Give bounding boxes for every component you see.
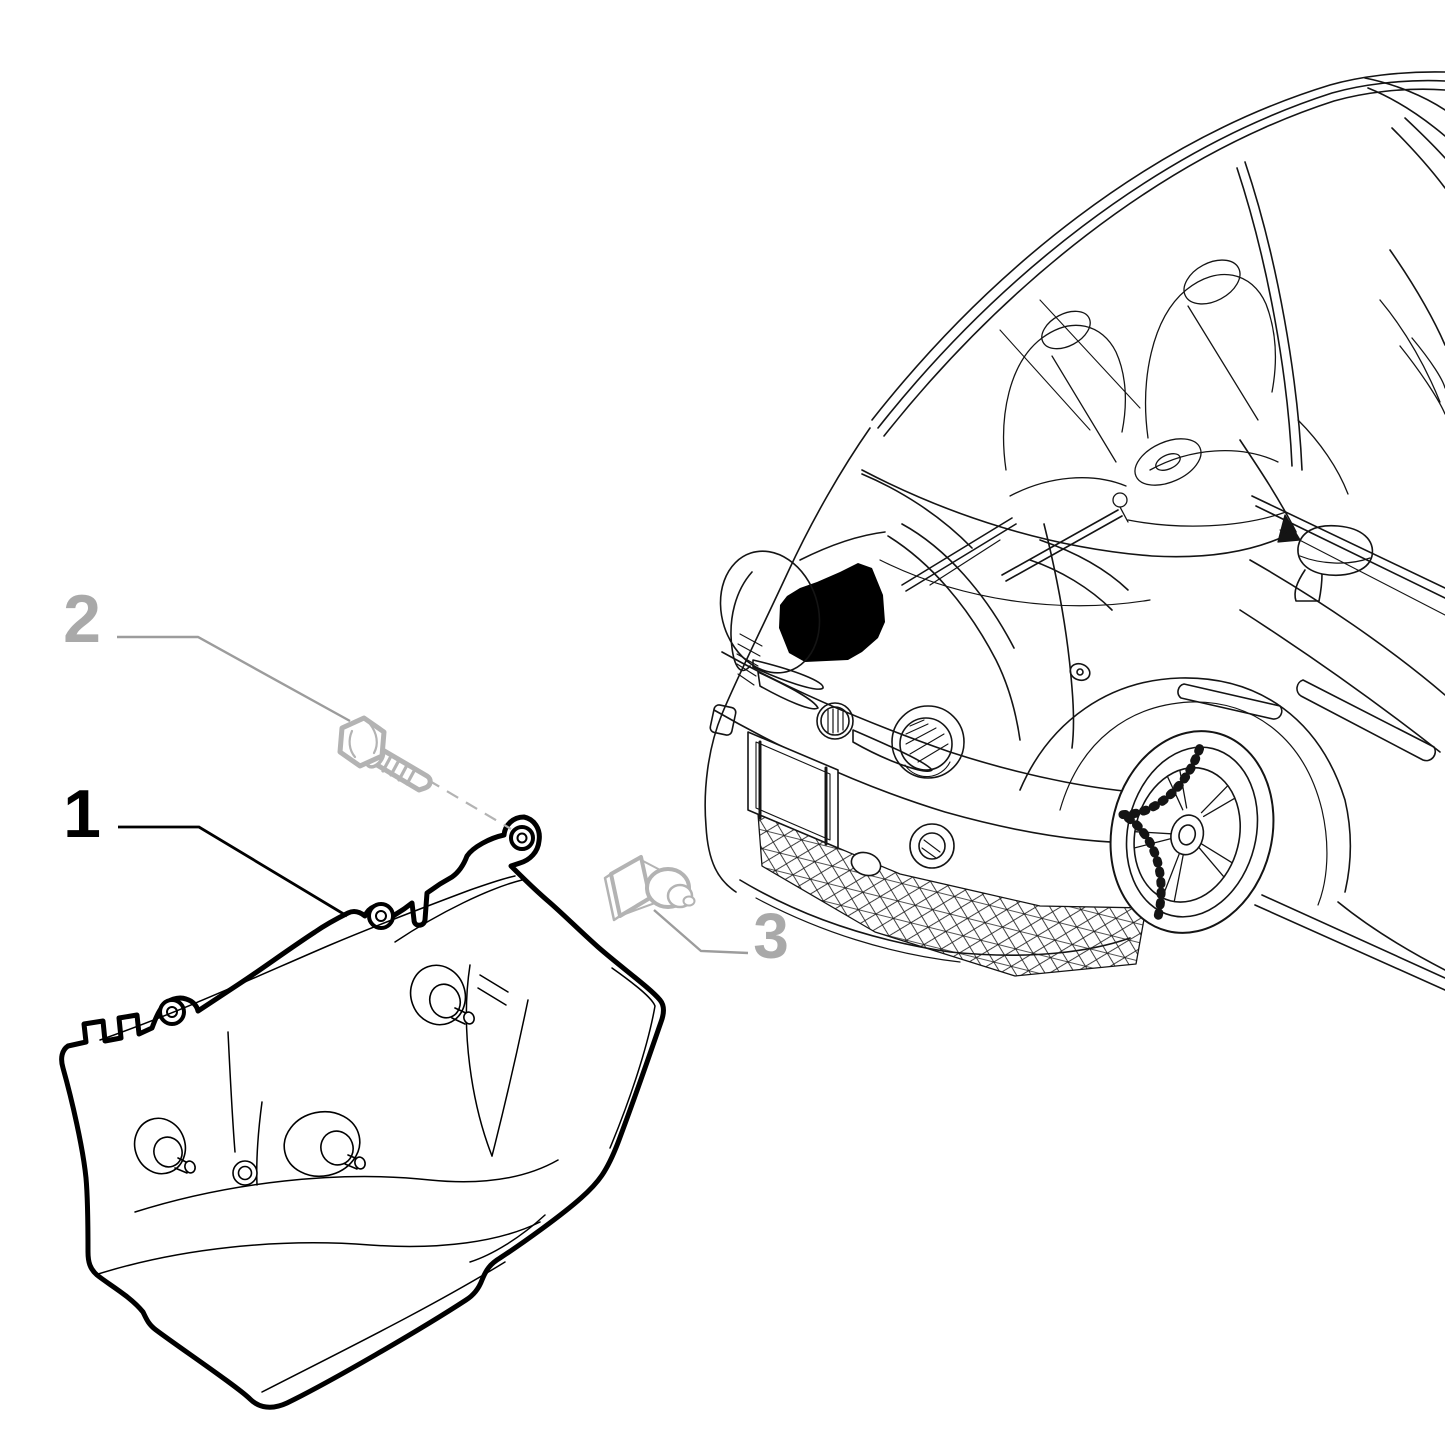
callout-2-leader — [117, 635, 351, 723]
callout-1-label[interactable]: 1 — [63, 776, 101, 852]
bolt-drawing — [337, 715, 433, 793]
wheel-arch — [1019, 677, 1352, 893]
fiat-badge — [816, 702, 854, 740]
callout-2-label[interactable]: 2 — [63, 581, 101, 657]
callout-3-label[interactable]: 3 — [753, 900, 789, 972]
headlight-left — [719, 550, 821, 686]
hood-highlight-blob — [779, 563, 885, 662]
windshield — [861, 161, 1303, 558]
headlight-right — [891, 705, 965, 779]
part-boss — [133, 1117, 196, 1175]
car-illustration — [704, 71, 1445, 991]
nut-drawing — [603, 855, 696, 922]
part-outline — [59, 814, 666, 1410]
bolt-threads — [381, 756, 416, 786]
callout-3-leader — [653, 909, 749, 955]
roof-lines — [871, 71, 1445, 437]
fog-lamp — [909, 823, 955, 869]
license-plate — [747, 731, 839, 849]
bolt-alignment-dashes — [427, 779, 512, 830]
side-body-lines — [1043, 439, 1445, 991]
part-ring-grommet — [232, 1160, 258, 1186]
hood-lines — [704, 427, 1129, 893]
part-bosses — [133, 964, 475, 1186]
lower-grille-mesh — [757, 813, 1147, 977]
tire-tread-ticks — [1117, 738, 1206, 920]
tow-hook-cover — [850, 851, 882, 877]
car-interior — [1003, 259, 1445, 543]
part-boss — [283, 1110, 366, 1178]
bolt-shank — [369, 746, 433, 793]
wheel-rim — [1133, 766, 1242, 903]
wiper-assembly — [879, 509, 1151, 607]
part-inner-lines — [94, 875, 656, 1393]
part-boss — [409, 964, 475, 1026]
wheel-hub — [1170, 814, 1205, 856]
callout-1-leader — [118, 825, 348, 918]
part-shield-drawing — [59, 814, 666, 1410]
side-mirror — [1294, 524, 1374, 602]
front-wheel — [1019, 677, 1352, 934]
wheel-spokes — [1133, 769, 1236, 903]
